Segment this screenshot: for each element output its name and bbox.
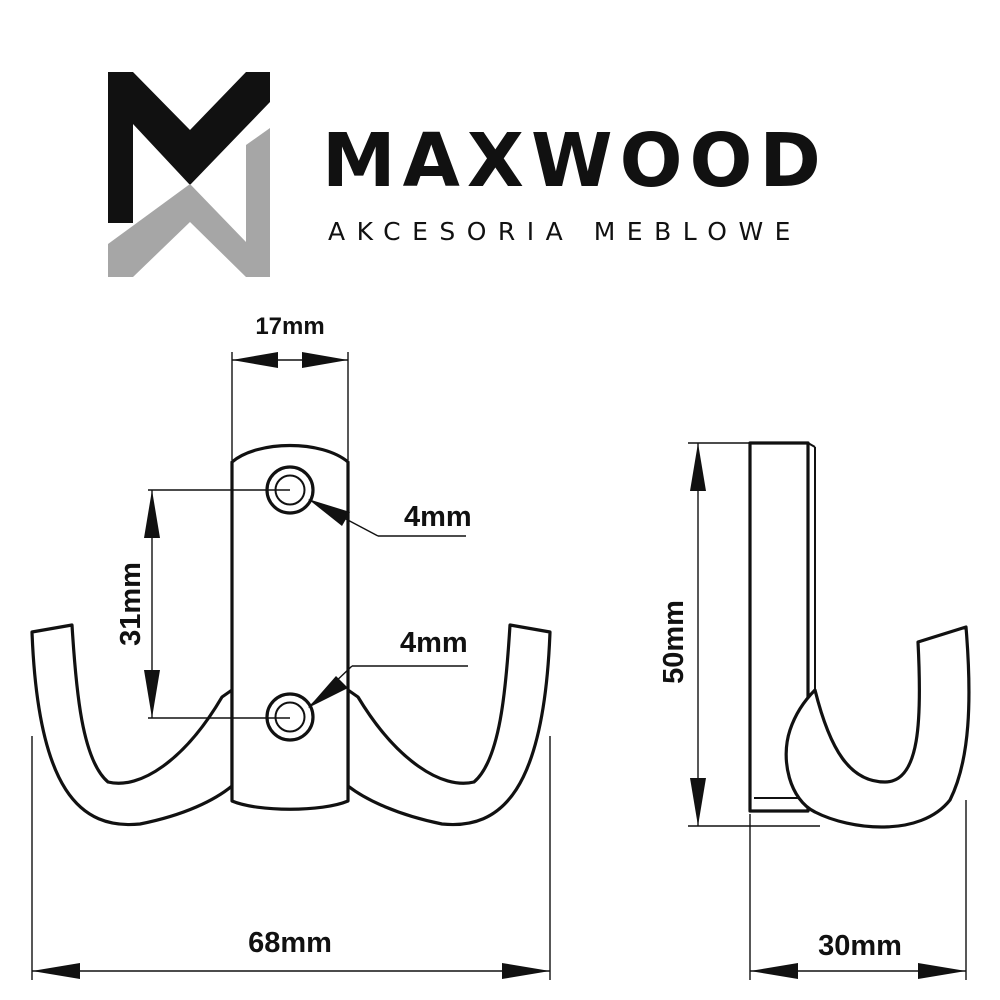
dimension-hole-top: 4mm (308, 499, 472, 537)
maxwood-mw-monogram-icon (108, 72, 270, 277)
hook-front-view (30, 443, 552, 827)
maxwood-logo: MAXWOOD AKCESORIA MEBLOWE (108, 72, 828, 277)
dimension-label-total-width: 68mm (248, 927, 332, 959)
brand-tagline: AKCESORIA MEBLOWE (328, 217, 802, 246)
dimension-label-plate-width: 17mm (255, 313, 324, 340)
dimension-label-hole-top: 4mm (404, 501, 472, 533)
dimension-label-hole-spacing: 31mm (115, 562, 147, 646)
screw-hole-bottom (265, 692, 315, 742)
dimension-label-height: 50mm (658, 600, 690, 684)
dimension-hole-bottom: 4mm (308, 627, 468, 708)
dimension-total-width: 68mm (31, 736, 551, 980)
dimension-height: 50mm (658, 442, 820, 827)
hook-left-arm (30, 623, 234, 827)
dimension-hole-spacing: 31mm (115, 489, 290, 719)
side-view-hook (784, 625, 971, 829)
dimension-label-depth: 30mm (818, 930, 902, 962)
dimension-label-hole-bottom: 4mm (400, 627, 468, 659)
brand-name: MAXWOOD (322, 118, 828, 204)
dimension-depth: 30mm (749, 800, 967, 980)
dimension-plate-width: 17mm (231, 313, 349, 460)
hook-side-view (748, 441, 971, 829)
